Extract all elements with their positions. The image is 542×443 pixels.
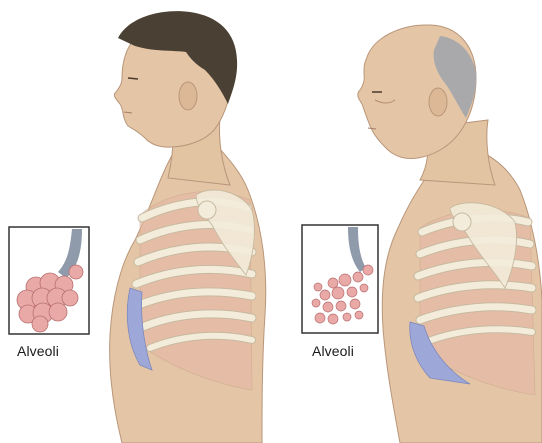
alveoli-label-older: Alveoli	[312, 343, 354, 359]
inset-young-alveoli	[9, 227, 89, 334]
inset-older-alveoli	[302, 225, 378, 333]
young-ear	[179, 82, 197, 110]
young-man-figure	[110, 11, 266, 443]
older-man-figure	[358, 25, 542, 443]
young-eye	[128, 78, 138, 79]
older-ear	[429, 88, 447, 116]
alveoli-label-young: Alveoli	[17, 343, 59, 359]
